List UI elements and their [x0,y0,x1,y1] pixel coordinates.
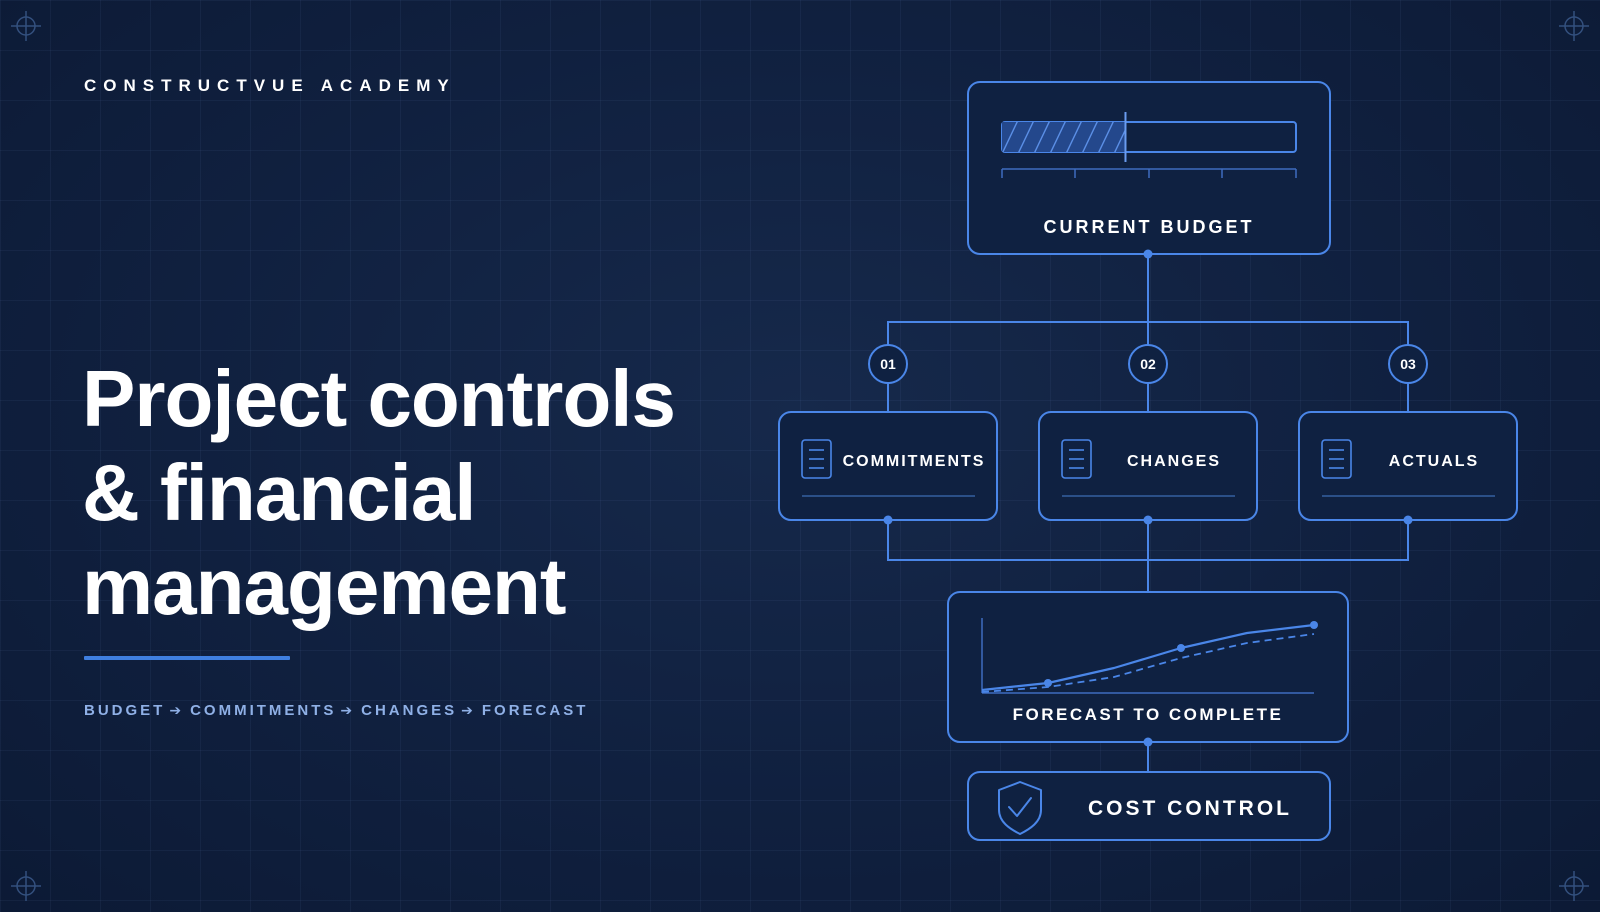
document-icon [1321,439,1352,479]
connector-lines [887,254,1409,772]
step-number: 02 [1140,356,1156,372]
connector-node [1143,737,1153,747]
arrow-right-icon: ➔ [461,702,473,718]
document-icon [801,439,832,479]
step-badge-01: 01 [868,344,908,384]
document-icon [1061,439,1092,479]
cost-control-card: COST CONTROL [967,771,1331,841]
step-badge-02: 02 [1128,344,1168,384]
actuals-label: ACTUALS [1389,453,1479,470]
title-line-2: & financial [82,448,477,537]
pipeline-step-commitments: COMMITMENTS [190,702,337,719]
pipeline-step-changes: CHANGES [361,702,458,719]
title-underline [84,656,290,660]
title-line-3: management [82,542,566,631]
budget-scale-ticks [1001,168,1297,178]
step-number: 01 [880,356,896,372]
commitments-card: COMMITMENTS [778,411,998,525]
forecast-card: FORECAST TO COMPLETE [947,591,1349,747]
connector-node [1143,515,1153,525]
commitments-label: COMMITMENTS [843,453,986,470]
budget-progress-fill [1002,122,1126,152]
process-pipeline: BUDGET ➔ COMMITMENTS ➔ CHANGES ➔ FORECAS… [84,702,588,719]
forecast-sparkline [981,618,1318,694]
brand-name: CONSTRUCTVUE ACADEMY [84,76,456,95]
changes-card: CHANGES [1038,411,1258,525]
step-number: 03 [1400,356,1416,372]
cost-control-label: COST CONTROL [1088,797,1292,820]
current-budget-card: CURRENT BUDGET [967,81,1331,259]
crosshair-icon [11,871,41,901]
arrow-right-icon: ➔ [340,702,353,718]
actuals-card: ACTUALS [1298,411,1518,525]
crosshair-icon [1559,11,1589,41]
connector-node [1143,249,1153,259]
pipeline-step-budget: BUDGET [84,702,166,719]
shield-check-icon [998,781,1042,835]
connector-node [883,515,893,525]
connector-node [1403,515,1413,525]
changes-label: CHANGES [1127,453,1221,470]
page-title: Project controls & financial management [82,352,762,634]
arrow-right-icon: ➔ [169,702,182,718]
crosshair-icon [1559,871,1589,901]
current-budget-label: CURRENT BUDGET [1044,217,1255,237]
pipeline-step-forecast: FORECAST [481,702,589,719]
forecast-label: FORECAST TO COMPLETE [1013,705,1284,724]
crosshair-icon [11,11,41,41]
step-badge-03: 03 [1388,344,1428,384]
title-line-1: Project controls [82,354,676,443]
